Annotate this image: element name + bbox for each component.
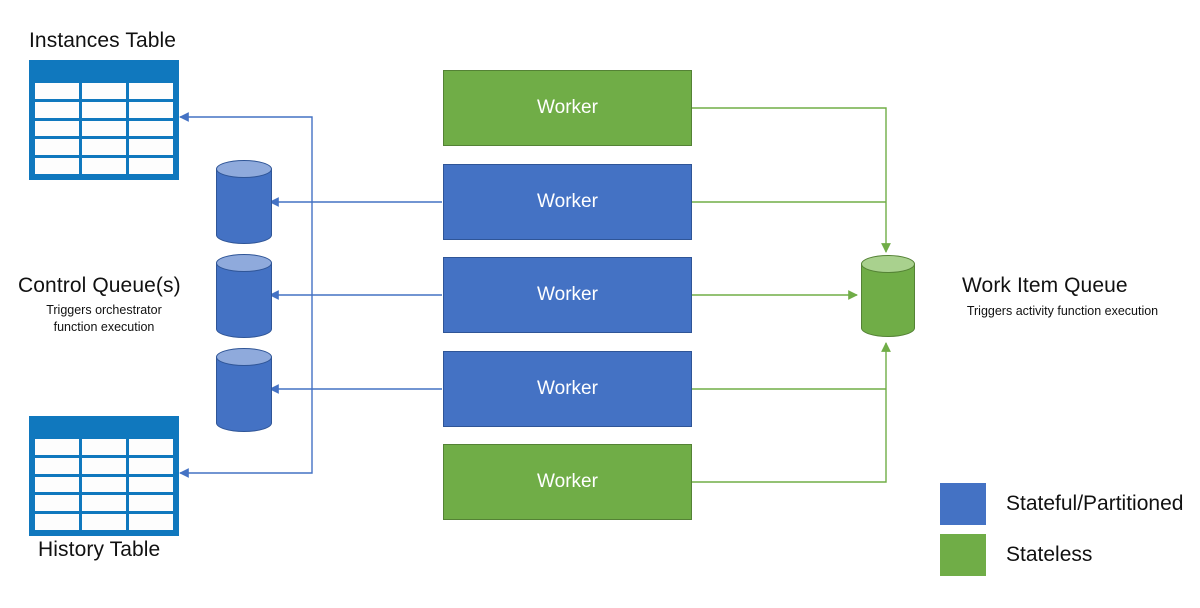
table-cell [129, 514, 173, 530]
table-row [35, 101, 173, 118]
cylinder-body [216, 169, 272, 235]
history-table-glyph [29, 416, 179, 536]
table-row [35, 476, 173, 493]
worker-label: Worker [537, 191, 598, 212]
table-row [35, 457, 173, 474]
cylinder-body [861, 264, 915, 328]
cylinder-body [216, 357, 272, 423]
table-cell [35, 495, 79, 512]
cylinder-body [216, 263, 272, 329]
table-row [35, 120, 173, 137]
control-queue-subtitle-line2: function execution [53, 319, 155, 334]
table-row [35, 514, 173, 530]
table-cell [129, 139, 173, 156]
control-queue-cylinder-2 [216, 254, 272, 338]
table-cell [35, 514, 79, 530]
table-cell [82, 158, 126, 174]
table-cell [129, 476, 173, 493]
worker-label: Worker [537, 471, 598, 492]
instances-table-glyph [29, 60, 179, 180]
instances-table-label: Instances Table [29, 29, 177, 52]
table-row [35, 158, 173, 174]
table-cell [35, 457, 79, 474]
table-cell [129, 101, 173, 118]
worker-label: Worker [537, 97, 598, 118]
cylinder-top-cap [861, 255, 915, 273]
table-cell [82, 476, 126, 493]
table-cell [82, 83, 126, 99]
legend-label-stateful: Stateful/Partitioned [1006, 492, 1184, 515]
table-row [35, 83, 173, 99]
table-row [35, 439, 173, 455]
worker-box-4[interactable]: Worker [443, 351, 692, 427]
history-table-label: History Table [38, 538, 161, 561]
control-queue-cylinder-3 [216, 348, 272, 432]
table-cell [35, 439, 79, 455]
table-cell [35, 158, 79, 174]
table-cell [129, 120, 173, 137]
table-cell [82, 120, 126, 137]
legend-swatch-stateless [940, 534, 986, 576]
cylinder-top-cap [216, 254, 272, 272]
legend-item-stateless: Stateless [940, 534, 1092, 576]
table-cell [82, 457, 126, 474]
table-cell [82, 139, 126, 156]
table-cell [129, 439, 173, 455]
table-cell [35, 476, 79, 493]
legend-swatch-stateful [940, 483, 986, 525]
work-item-queue-title: Work Item Queue [962, 274, 1128, 297]
worker-label: Worker [537, 378, 598, 399]
table-cell [82, 514, 126, 530]
worker-box-2[interactable]: Worker [443, 164, 692, 240]
table-cell [82, 439, 126, 455]
work-item-queue-cylinder [861, 255, 915, 337]
control-queue-subtitle-line1: Triggers orchestrator [46, 303, 162, 317]
table-row [35, 495, 173, 512]
worker-label: Worker [537, 284, 598, 305]
table-cell [82, 495, 126, 512]
cylinder-top-cap [216, 348, 272, 366]
table-row [35, 139, 173, 156]
table-cell [35, 83, 79, 99]
control-queue-subtitle: Triggers orchestrator function execution [18, 302, 190, 336]
cylinder-top-cap [216, 160, 272, 178]
worker-box-1[interactable]: Worker [443, 70, 692, 146]
worker-box-3[interactable]: Worker [443, 257, 692, 333]
legend-item-stateful: Stateful/Partitioned [940, 483, 1183, 525]
table-cell [35, 120, 79, 137]
table-cell [129, 83, 173, 99]
legend-label-stateless: Stateless [1006, 543, 1093, 566]
control-queue-cylinder-1 [216, 160, 272, 244]
worker-box-5[interactable]: Worker [443, 444, 692, 520]
table-cell [129, 495, 173, 512]
table-cell [82, 101, 126, 118]
control-queue-title: Control Queue(s) [18, 274, 181, 297]
work-item-queue-subtitle: Triggers activity function execution [966, 304, 1159, 318]
table-cell [35, 101, 79, 118]
green-connectors [692, 107, 891, 483]
table-cell [129, 457, 173, 474]
table-cell [35, 139, 79, 156]
table-cell [129, 158, 173, 174]
